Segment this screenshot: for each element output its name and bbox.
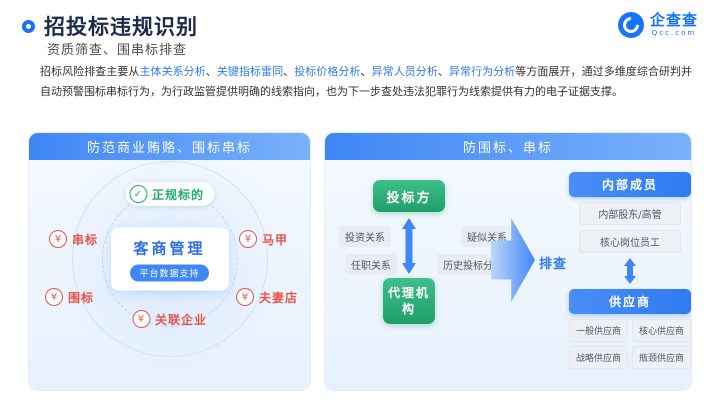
- intro-seg: 、: [205, 65, 217, 78]
- supplier-grid: 一般供应商 核心供应商 战略供应商 瓶颈供应商: [569, 319, 691, 369]
- outer-ring: [71, 160, 268, 357]
- supplier-header: 供应商: [569, 289, 691, 314]
- company-icon: ¥: [49, 230, 67, 248]
- intro-highlight: 异常行为分析: [448, 65, 516, 78]
- company-icon: ¥: [131, 310, 150, 328]
- company-icon: ¥: [235, 288, 254, 306]
- title-bullet-icon: [22, 19, 35, 33]
- intro-seg: 、: [283, 65, 295, 78]
- double-arrow-icon: [402, 218, 416, 274]
- intro-highlight: 关键指标雷同: [216, 65, 284, 78]
- double-arrow-icon: [624, 258, 636, 284]
- internal-member-item: 内部股东/高管: [579, 202, 681, 225]
- logo-domain: Qcc.com: [651, 29, 697, 37]
- qichacha-logo-arc: [619, 13, 643, 37]
- node-label: 串标: [72, 232, 99, 247]
- supplier-item: 核心供应商: [632, 319, 691, 342]
- page-title: 招投标违规识别: [44, 15, 198, 39]
- intro-highlight: 投标价格分析: [294, 65, 361, 78]
- panel-anti-bribery: 防范商业贿赂、围标串标 ✓ 正规标的 ¥ 串标 ¥ 围标 ¥: [28, 132, 311, 391]
- right-panel-body: 投标方 代理机构 投资关系 疑似关系 任职关系 历史投标分析 排查 内部成员 内…: [325, 160, 691, 390]
- left-panel-header: 防范商业贿赂、围标串标: [29, 133, 310, 160]
- intro-seg: 、: [437, 65, 449, 78]
- intro-seg: 、: [360, 65, 372, 78]
- supplier-item: 一般供应商: [569, 319, 628, 342]
- center-pill: 平台数据支持: [130, 264, 209, 282]
- panels-row: 防范商业贿赂、围标串标 ✓ 正规标的 ¥ 串标 ¥ 围标 ¥: [28, 132, 692, 391]
- logo-text-block: 企查查 Qcc.com: [649, 11, 698, 38]
- node-affiliated-company: ¥ 关联企业: [131, 310, 208, 328]
- org-column: 内部成员 内部股东/高管 核心岗位员工 供应商 一般供应商 核心供应商 战略供应…: [569, 172, 691, 369]
- node-shell-company: ¥ 马甲: [238, 230, 288, 248]
- right-panel-header: 防围标、串标: [325, 133, 691, 160]
- page-header: 招投标违规识别: [22, 11, 198, 41]
- node-label: 关联企业: [154, 312, 208, 327]
- node-collusive-bid: ¥ 串标: [49, 230, 98, 248]
- logo-name: 企查查: [649, 11, 698, 29]
- node-label: 马甲: [261, 232, 288, 247]
- center-title: 客商管理: [133, 239, 206, 258]
- relation-tag: 任职关系: [345, 254, 397, 275]
- center-card-customer-management: 客商管理 平台数据支持: [110, 227, 229, 291]
- node-label: 围标: [68, 290, 95, 305]
- left-panel-body: ✓ 正规标的 ¥ 串标 ¥ 围标 ¥ 马甲 ¥ 夫妻店: [29, 143, 310, 390]
- node-couple-shop: ¥ 夫妻店: [235, 288, 298, 306]
- company-icon: ¥: [238, 230, 257, 248]
- page-subtitle: 资质筛查、围串标排查: [47, 43, 188, 58]
- node-bid-rigging: ¥ 围标: [45, 288, 94, 306]
- intro-highlight: 异常人员分析: [371, 65, 438, 78]
- bidder-box: 投标方: [373, 180, 445, 212]
- internal-member-item: 核心岗位员工: [579, 230, 681, 253]
- relation-tag: 投资关系: [339, 226, 391, 247]
- node-legitimate-bid: ✓ 正规标的: [124, 182, 215, 206]
- intro-paragraph: 招标风险排查主要从主体关系分析、关键指标雷同、投标价格分析、异常人员分析、异常行…: [40, 62, 692, 102]
- supplier-item: 瓶颈供应商: [632, 346, 691, 369]
- internal-members-header: 内部成员: [569, 172, 691, 197]
- qichacha-logo-icon: [617, 12, 644, 38]
- intro-highlight: 主体关系分析: [139, 65, 206, 78]
- qichacha-logo: 企查查 Qcc.com: [617, 11, 698, 38]
- company-icon: ¥: [45, 288, 63, 306]
- node-label: 夫妻店: [258, 290, 298, 305]
- panel-anti-collusion: 防围标、串标 投标方 代理机构 投资关系 疑似关系 任职关系 历史投标分析 排查…: [324, 132, 692, 391]
- arrow-label-screening: 排查: [539, 257, 568, 272]
- intro-seg: 招标风险排查主要从: [40, 65, 140, 78]
- check-icon: ✓: [128, 185, 147, 203]
- node-label: 正规标的: [151, 187, 205, 202]
- supplier-item: 战略供应商: [569, 346, 628, 369]
- intro-seg: 等方面展开，通过多维度综合研判并自动预警围标串标行为，为行政监管提供明确的线索指…: [40, 65, 693, 98]
- agency-box: 代理机构: [383, 278, 435, 324]
